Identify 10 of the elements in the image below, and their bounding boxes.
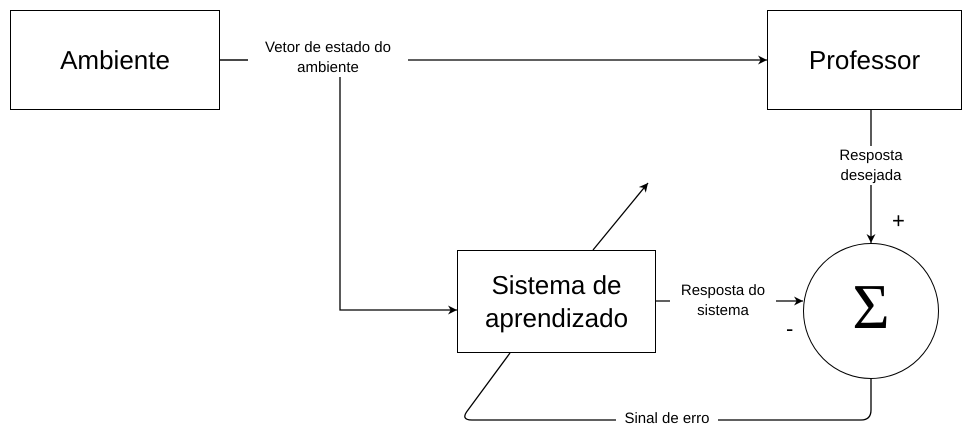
sign-label: - [786, 318, 794, 340]
node-label: Professor [808, 44, 920, 76]
process-box [767, 10, 962, 110]
node-label: Sistema de aprendizado [484, 269, 630, 334]
sign-label: + [892, 210, 905, 232]
process-box [457, 250, 656, 353]
node-label: Σ [852, 275, 890, 339]
node-label: Ambiente [60, 44, 170, 76]
process-box [10, 10, 220, 110]
edge-label: Vetor de estado do ambiente [248, 38, 408, 77]
